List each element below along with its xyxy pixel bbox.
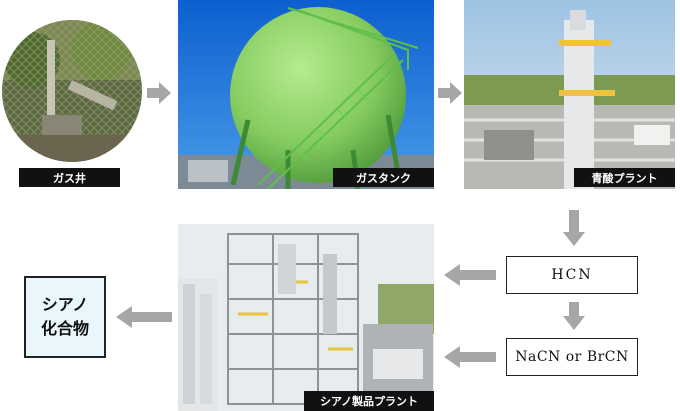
nacn-box: NaCN or BrCN — [506, 338, 638, 376]
hcn-plant-photo — [464, 0, 675, 189]
arrow-plant-to-compound — [116, 306, 172, 328]
gas-tank-photo — [178, 0, 434, 189]
arrow-well-to-tank — [147, 82, 171, 104]
hcn-plant-caption: 青酸プラント — [574, 168, 675, 187]
arrow-nacn-to-cyano-plant — [444, 346, 496, 368]
cyano-compound-box: シアノ 化合物 — [24, 276, 106, 358]
arrow-plant-to-hcn — [563, 210, 585, 246]
nacn-label: NaCN or BrCN — [515, 349, 629, 365]
cyano-compound-line2: 化合物 — [40, 319, 89, 338]
arrow-hcn-to-nacn — [563, 302, 585, 330]
hcn-label: HCN — [551, 267, 593, 283]
hcn-box: HCN — [506, 256, 638, 294]
gas-tank-caption: ガスタンク — [333, 168, 434, 187]
gas-well-caption: ガス井 — [19, 168, 120, 187]
cyano-plant-caption: シアノ製品プラント — [304, 391, 434, 411]
gas-well-photo — [2, 20, 142, 162]
cyano-compound-line1: シアノ — [41, 295, 89, 314]
arrow-tank-to-plant — [438, 82, 462, 104]
cyano-plant-photo — [178, 224, 434, 411]
arrow-hcn-to-cyano-plant — [444, 264, 496, 286]
